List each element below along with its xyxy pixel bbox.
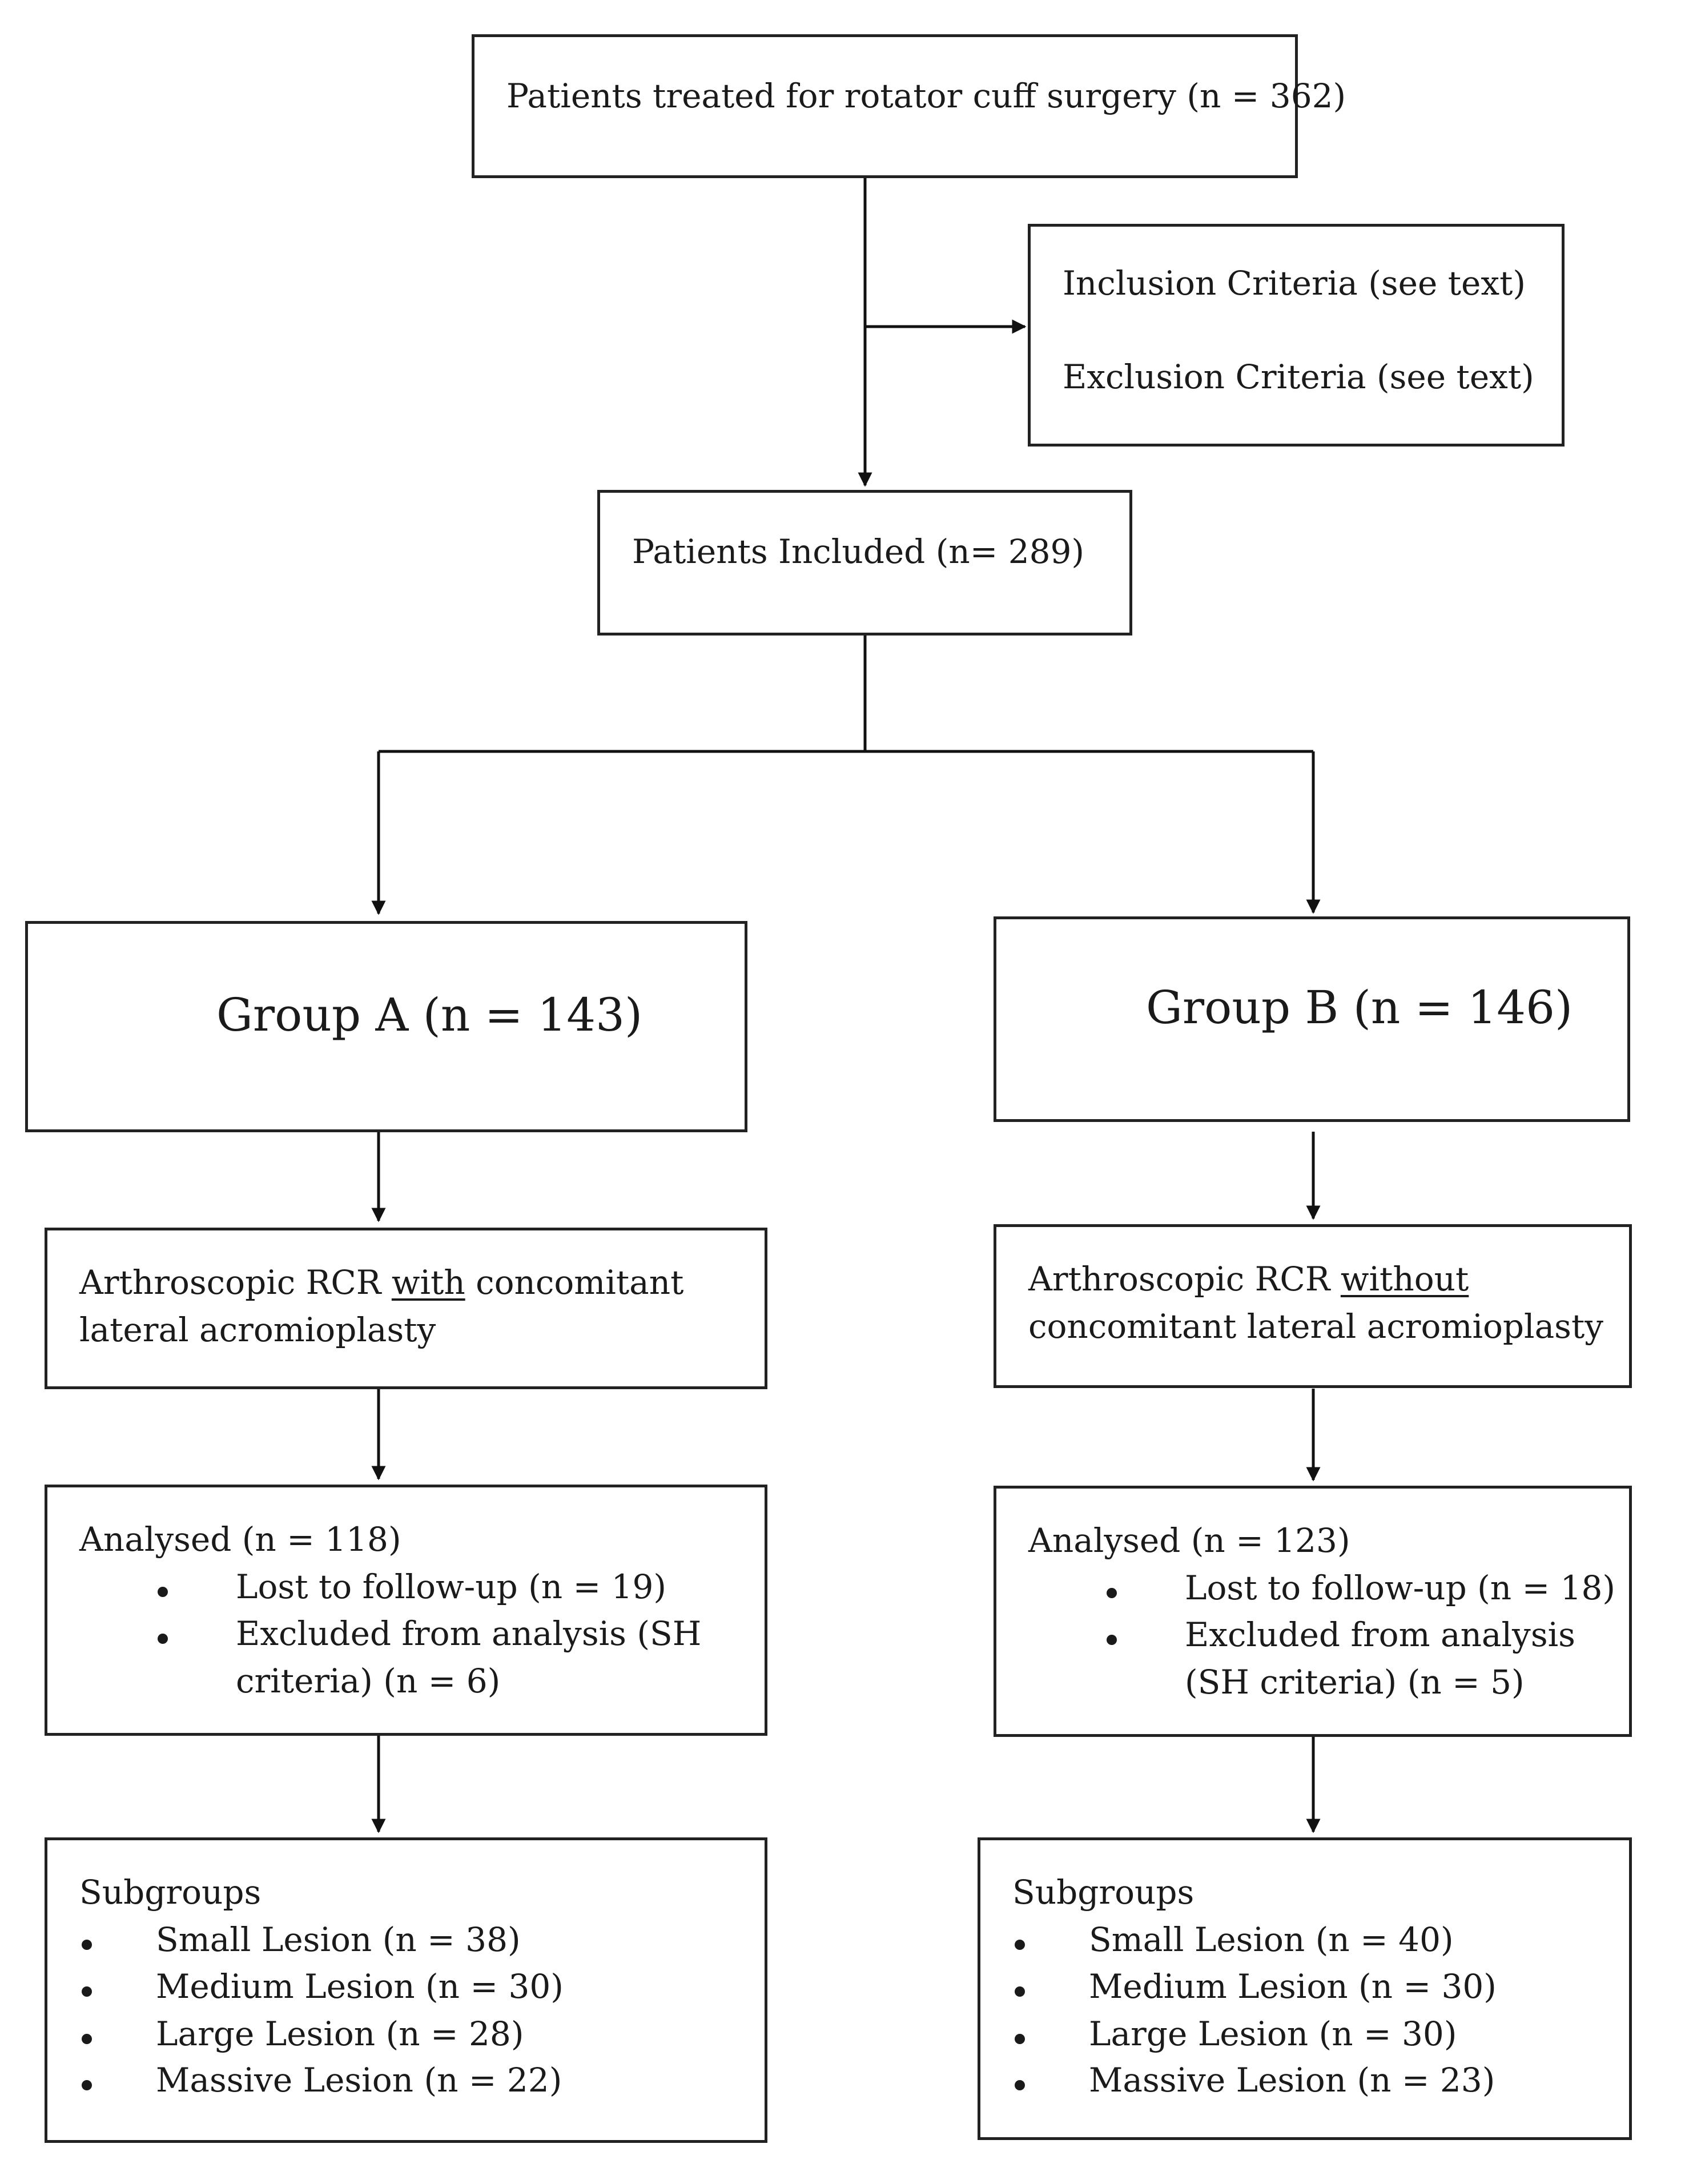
group-a-massive-lesion: Massive Lesion (n = 22) (156, 2061, 562, 2099)
group-a-procedure-emphasis: with (391, 1263, 465, 1302)
bullet-icon (1107, 1635, 1117, 1645)
bullet-icon (82, 2080, 92, 2090)
group-b-procedure-emphasis: without (1340, 1260, 1469, 1298)
group-b-subgroups-title: Subgroups (1012, 1873, 1195, 1912)
bullet-icon (1015, 1986, 1025, 1997)
bullet-icon (1015, 1940, 1025, 1950)
bullet-icon (1015, 2034, 1025, 2044)
group-a-box: Group A (n = 143) (25, 921, 747, 1132)
exclusion-criteria: Exclusion Criteria (see text) (1063, 357, 1534, 396)
group-b-analysed-box: Analysed (n = 123) Lost to follow-up (n … (994, 1486, 1632, 1737)
group-a-subgroups-box: Subgroups Small Lesion (n = 38) Medium L… (45, 1837, 767, 2143)
bullet-icon (158, 1634, 168, 1644)
group-a-title: Group A (n = 143) (216, 988, 643, 1041)
group-b-large-lesion: Large Lesion (n = 30) (1089, 2014, 1457, 2053)
group-a-excluded-line1: Excluded from analysis (SH (236, 1614, 702, 1653)
group-b-excluded-line1: Excluded from analysis (1185, 1615, 1575, 1654)
group-a-procedure-line1: Arthroscopic RCR with concomitant (79, 1263, 684, 1302)
group-a-large-lesion: Large Lesion (n = 28) (156, 2014, 524, 2053)
total-patients-label: Patients treated for rotator cuff surger… (506, 77, 1346, 115)
group-a-analysed-label: Analysed (n = 118) (79, 1520, 401, 1559)
criteria-box: Inclusion Criteria (see text) Exclusion … (1028, 224, 1565, 447)
group-b-massive-lesion: Massive Lesion (n = 23) (1089, 2061, 1495, 2099)
bullet-icon (1015, 2080, 1025, 2090)
patients-included-label: Patients Included (n= 289) (632, 532, 1085, 571)
bullet-icon (1107, 1588, 1117, 1598)
group-a-procedure-line2: lateral acromioplasty (79, 1310, 436, 1349)
bullet-icon (82, 1986, 92, 1997)
group-a-excluded-line2: criteria) (n = 6) (236, 1662, 501, 1700)
group-b-subgroups-box: Subgroups Small Lesion (n = 40) Medium L… (978, 1837, 1632, 2140)
group-b-medium-lesion: Medium Lesion (n = 30) (1089, 1967, 1497, 2006)
group-a-subgroups-title: Subgroups (79, 1873, 262, 1912)
group-b-box: Group B (n = 146) (994, 916, 1630, 1122)
group-b-title: Group B (n = 146) (1146, 981, 1573, 1034)
total-patients-box: Patients treated for rotator cuff surger… (472, 34, 1346, 178)
inclusion-criteria: Inclusion Criteria (see text) (1063, 264, 1526, 303)
group-a-analysed-box: Analysed (n = 118) Lost to follow-up (n … (45, 1485, 767, 1736)
patients-included-box: Patients Included (n= 289) (597, 490, 1132, 636)
group-b-procedure-box: Arthroscopic RCR without concomitant lat… (994, 1224, 1632, 1388)
group-a-medium-lesion: Medium Lesion (n = 30) (156, 1967, 564, 2006)
group-b-procedure-line1: Arthroscopic RCR without (1028, 1260, 1469, 1298)
group-b-procedure-line2: concomitant lateral acromioplasty (1028, 1307, 1604, 1346)
group-b-lost-followup: Lost to follow-up (n = 18) (1185, 1568, 1616, 1607)
group-b-analysed-label: Analysed (n = 123) (1028, 1521, 1350, 1560)
group-a-procedure-box: Arthroscopic RCR with concomitant latera… (45, 1228, 767, 1389)
bullet-icon (82, 1940, 92, 1950)
group-a-small-lesion: Small Lesion (n = 38) (156, 1920, 521, 1959)
group-b-excluded-line2: (SH criteria) (n = 5) (1185, 1663, 1525, 1702)
bullet-icon (158, 1587, 168, 1597)
group-b-small-lesion: Small Lesion (n = 40) (1089, 1920, 1454, 1959)
group-a-lost-followup: Lost to follow-up (n = 19) (236, 1567, 667, 1606)
bullet-icon (82, 2034, 92, 2044)
